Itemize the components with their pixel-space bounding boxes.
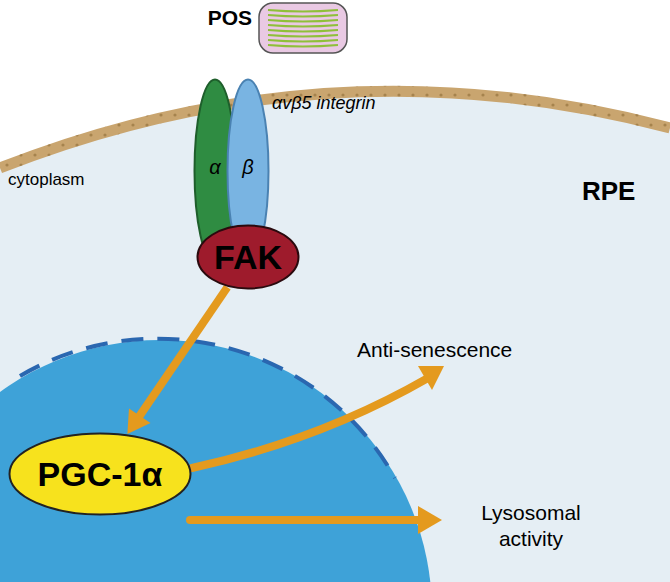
integrin-label: αvβ5 integrin <box>272 93 376 114</box>
signal-arrow <box>127 287 227 434</box>
pos-disc: POS <box>258 2 348 54</box>
pos-disc-outline <box>258 2 348 54</box>
node-text: α <box>209 156 220 179</box>
arrow-head <box>418 506 442 534</box>
arrow-head <box>418 366 444 390</box>
membrane-texture <box>0 91 670 168</box>
node-text: β <box>242 156 253 179</box>
effect-label: Anti-senescence <box>357 338 512 362</box>
nucleus <box>0 340 432 582</box>
fak-ellipse: FAK <box>196 224 300 290</box>
cell-membrane <box>0 91 670 168</box>
effect-label: Lysosomal activity <box>476 500 586 553</box>
pgc1a-ellipse: PGC-1α <box>8 432 192 516</box>
compartment-label: cytoplasm <box>8 170 85 190</box>
output-arrows <box>190 378 428 520</box>
cell-label: RPE <box>582 176 635 207</box>
node-text: PGC-1α <box>38 455 163 494</box>
node-text: POS <box>208 6 252 30</box>
node-text: FAK <box>214 238 282 277</box>
